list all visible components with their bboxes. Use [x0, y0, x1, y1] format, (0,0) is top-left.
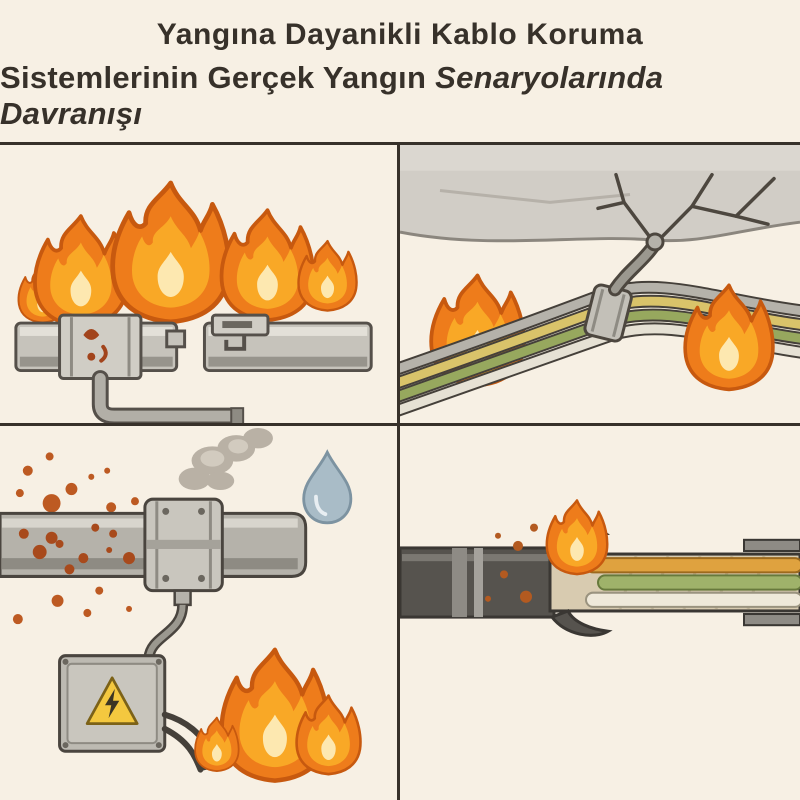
title-line-1: Yangına Dayanikli Kablo Koruma	[156, 18, 644, 51]
ember-splatter-icon	[18, 523, 135, 575]
pipe-collar-icon	[143, 497, 224, 659]
title-line-2-regular: Sistemlerinin Gerçek Yangın	[0, 60, 436, 95]
cable-tray-fire-illustration	[14, 145, 373, 423]
concrete-wall	[400, 145, 800, 243]
ember-splatter-icon	[485, 523, 538, 603]
flame-icon	[545, 499, 609, 576]
pipe-collar-illustration	[0, 428, 362, 800]
title-line-2: Sistemlerinin Gerçek Yangın Senaryoların…	[0, 60, 800, 132]
panel-top-left	[0, 145, 400, 426]
title-line-2-italic: Senaryolarında Davranışı	[0, 60, 664, 131]
panel-bottom-right	[400, 426, 800, 800]
conduit-icon	[91, 370, 245, 423]
panel-grid	[0, 145, 800, 800]
cable-cross-section-illustration	[400, 499, 800, 637]
coupler-box	[58, 313, 143, 380]
cracked-wall-cables-illustration	[400, 145, 800, 417]
panel-bottom-left	[0, 426, 400, 800]
smoke-icon	[178, 428, 273, 491]
title-block: Yangına Dayanikli Kablo Koruma Sistemler…	[0, 0, 800, 145]
water-drop-icon	[301, 450, 353, 525]
flames-icon	[17, 183, 358, 328]
flames-icon	[194, 650, 362, 781]
clamp-icon	[583, 232, 665, 343]
crack-icon	[596, 172, 776, 246]
panel-top-right	[400, 145, 800, 426]
cable-tray-icon	[14, 313, 373, 380]
